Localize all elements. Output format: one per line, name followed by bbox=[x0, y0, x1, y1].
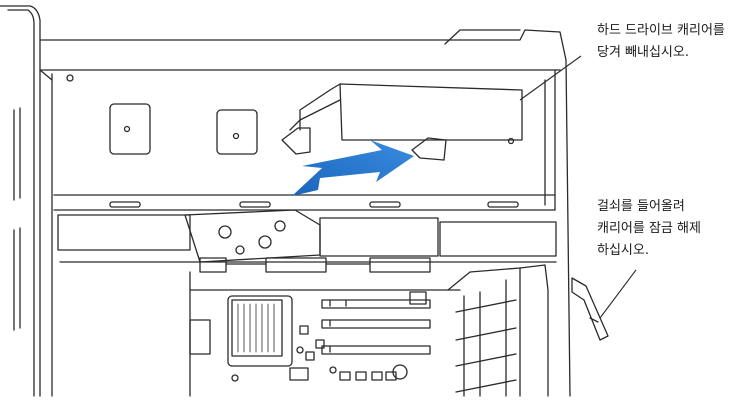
callout-unlock-latch-line2: 캐리어를 잠금 해제 bbox=[597, 221, 701, 236]
bay-latch bbox=[571, 277, 609, 341]
callout-unlock-latch-line3: 하십시오. bbox=[597, 243, 649, 258]
panel-cutout-right bbox=[216, 109, 258, 155]
sata-connector-1 bbox=[199, 257, 227, 273]
sata-connector-2 bbox=[265, 257, 327, 273]
pcie-slot-3 bbox=[321, 345, 431, 355]
callout-pull-carrier: 하드 드라이브 캐리어를 당겨 빼내십시오. bbox=[597, 20, 725, 64]
leader-line-latch bbox=[599, 269, 637, 319]
case-outline bbox=[0, 5, 571, 397]
panel-cutout-left bbox=[109, 103, 151, 155]
pcie-slot-2 bbox=[321, 319, 431, 329]
leader-line-carrier bbox=[519, 55, 582, 101]
callout-unlock-latch-line1: 걸쇠를 들어올려 bbox=[597, 199, 685, 214]
callout-pull-carrier-line2: 당겨 빼내십시오. bbox=[597, 45, 689, 60]
pull-direction-arrow-icon bbox=[292, 140, 414, 196]
callout-unlock-latch: 걸쇠를 들어올려 캐리어를 잠금 해제 하십시오. bbox=[597, 196, 701, 262]
heatsink bbox=[231, 299, 283, 357]
pcie-slot-1 bbox=[321, 299, 431, 309]
callout-pull-carrier-line1: 하드 드라이브 캐리어를 bbox=[597, 23, 725, 38]
hard-drive-carrier bbox=[339, 83, 523, 141]
sata-connector-3 bbox=[369, 257, 431, 273]
